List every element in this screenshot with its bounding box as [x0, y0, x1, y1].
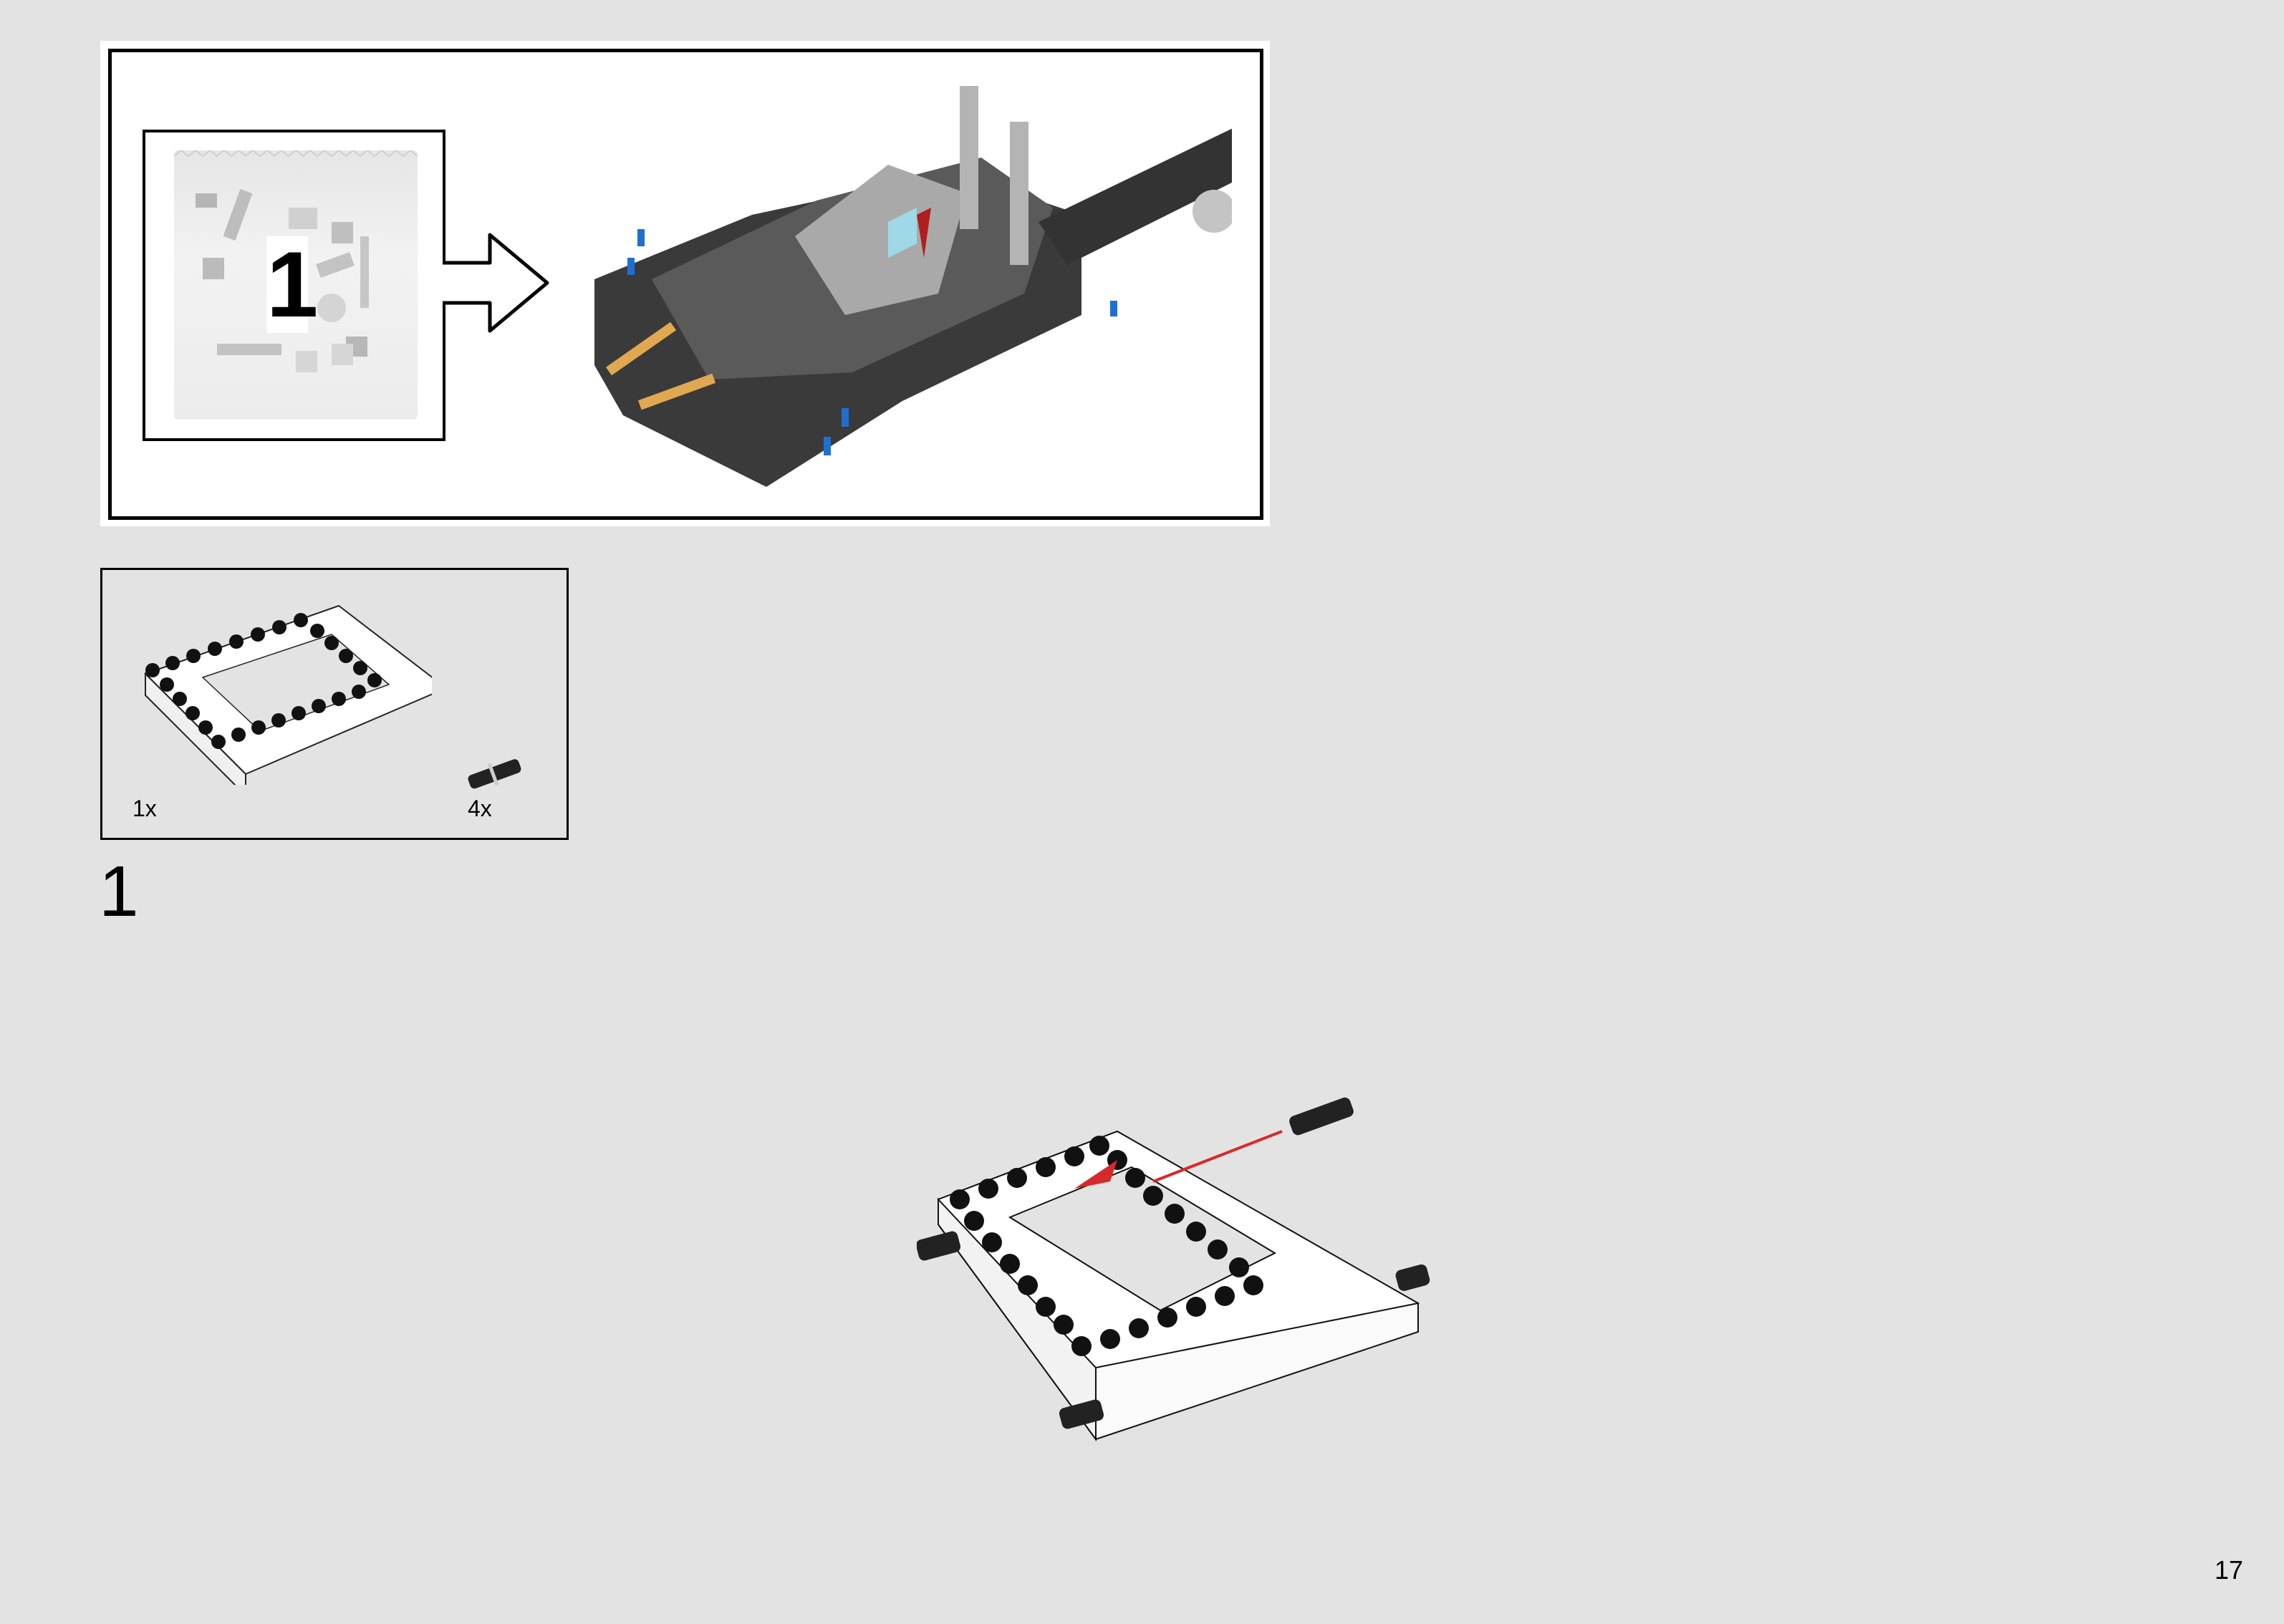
page-number: 17: [2215, 1555, 2244, 1585]
part-quantity: 4x: [468, 796, 492, 821]
right-arrow-icon: [440, 229, 554, 340]
parts-list-box: 1x 4x: [100, 568, 569, 840]
assembled-model-icon: [594, 86, 1268, 487]
insert-arrow-icon: [1152, 1130, 1283, 1183]
bag-contents-icon: [173, 149, 418, 372]
step-assembly-image: [915, 1067, 1432, 1450]
friction-pin-part-icon: [464, 753, 529, 799]
technic-frame-part-icon: [131, 591, 448, 798]
frame-with-pins-icon: [915, 1097, 1430, 1442]
bag-callout-border: [108, 49, 1263, 520]
model-preview-image: [580, 79, 1268, 498]
part-quantity: 1x: [132, 796, 157, 821]
bag-number: 1: [266, 232, 319, 337]
step-number: 1: [99, 851, 139, 932]
